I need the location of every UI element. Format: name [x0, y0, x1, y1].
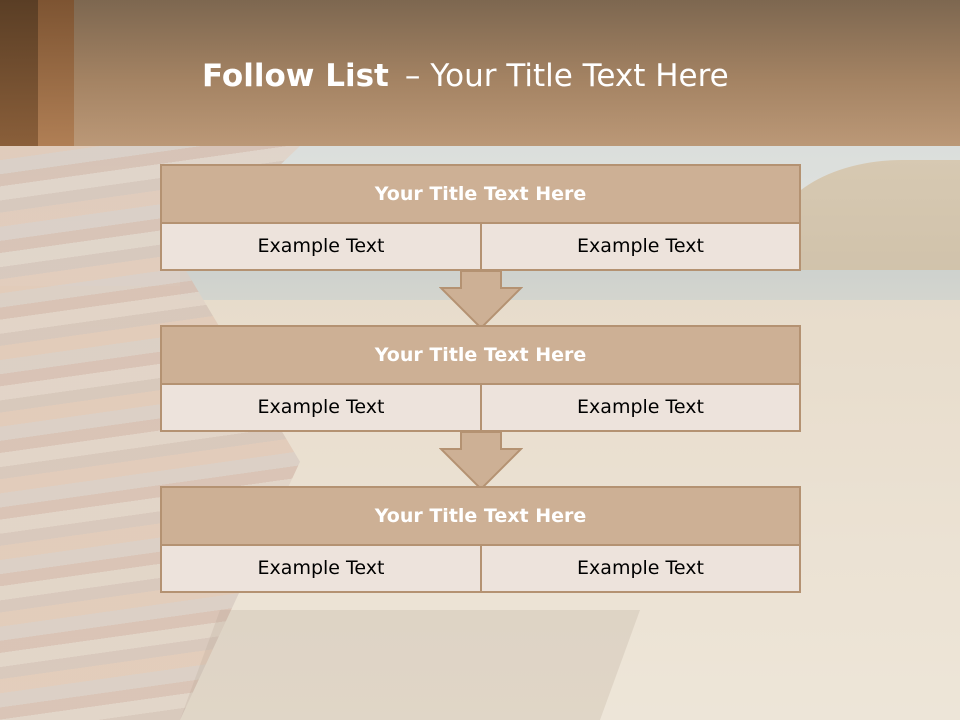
slide-title-bold: Follow List [202, 58, 389, 94]
slide-title[interactable]: Follow List–Your Title Text Here [202, 54, 902, 98]
list-block-right-cell[interactable]: Example Text [482, 546, 799, 591]
list-block-1[interactable]: Your Title Text Here Example Text Exampl… [160, 164, 801, 271]
down-arrow-icon [439, 431, 523, 491]
list-block-right-cell[interactable]: Example Text [482, 224, 799, 269]
down-arrow-icon [439, 270, 523, 330]
list-block-left-cell[interactable]: Example Text [162, 385, 482, 430]
slide-header: Follow List–Your Title Text Here [0, 0, 960, 146]
list-block-heading[interactable]: Your Title Text Here [162, 327, 799, 385]
list-block-heading[interactable]: Your Title Text Here [162, 488, 799, 546]
list-block-right-cell[interactable]: Example Text [482, 385, 799, 430]
slide-title-dash: – [404, 58, 421, 94]
list-block-2[interactable]: Your Title Text Here Example Text Exampl… [160, 325, 801, 432]
header-accent-light [38, 0, 74, 146]
list-block-left-cell[interactable]: Example Text [162, 224, 482, 269]
slide-title-rest: Your Title Text Here [430, 58, 729, 94]
list-block-left-cell[interactable]: Example Text [162, 546, 482, 591]
header-accent-dark [0, 0, 38, 146]
list-block-3[interactable]: Your Title Text Here Example Text Exampl… [160, 486, 801, 593]
list-block-heading[interactable]: Your Title Text Here [162, 166, 799, 224]
